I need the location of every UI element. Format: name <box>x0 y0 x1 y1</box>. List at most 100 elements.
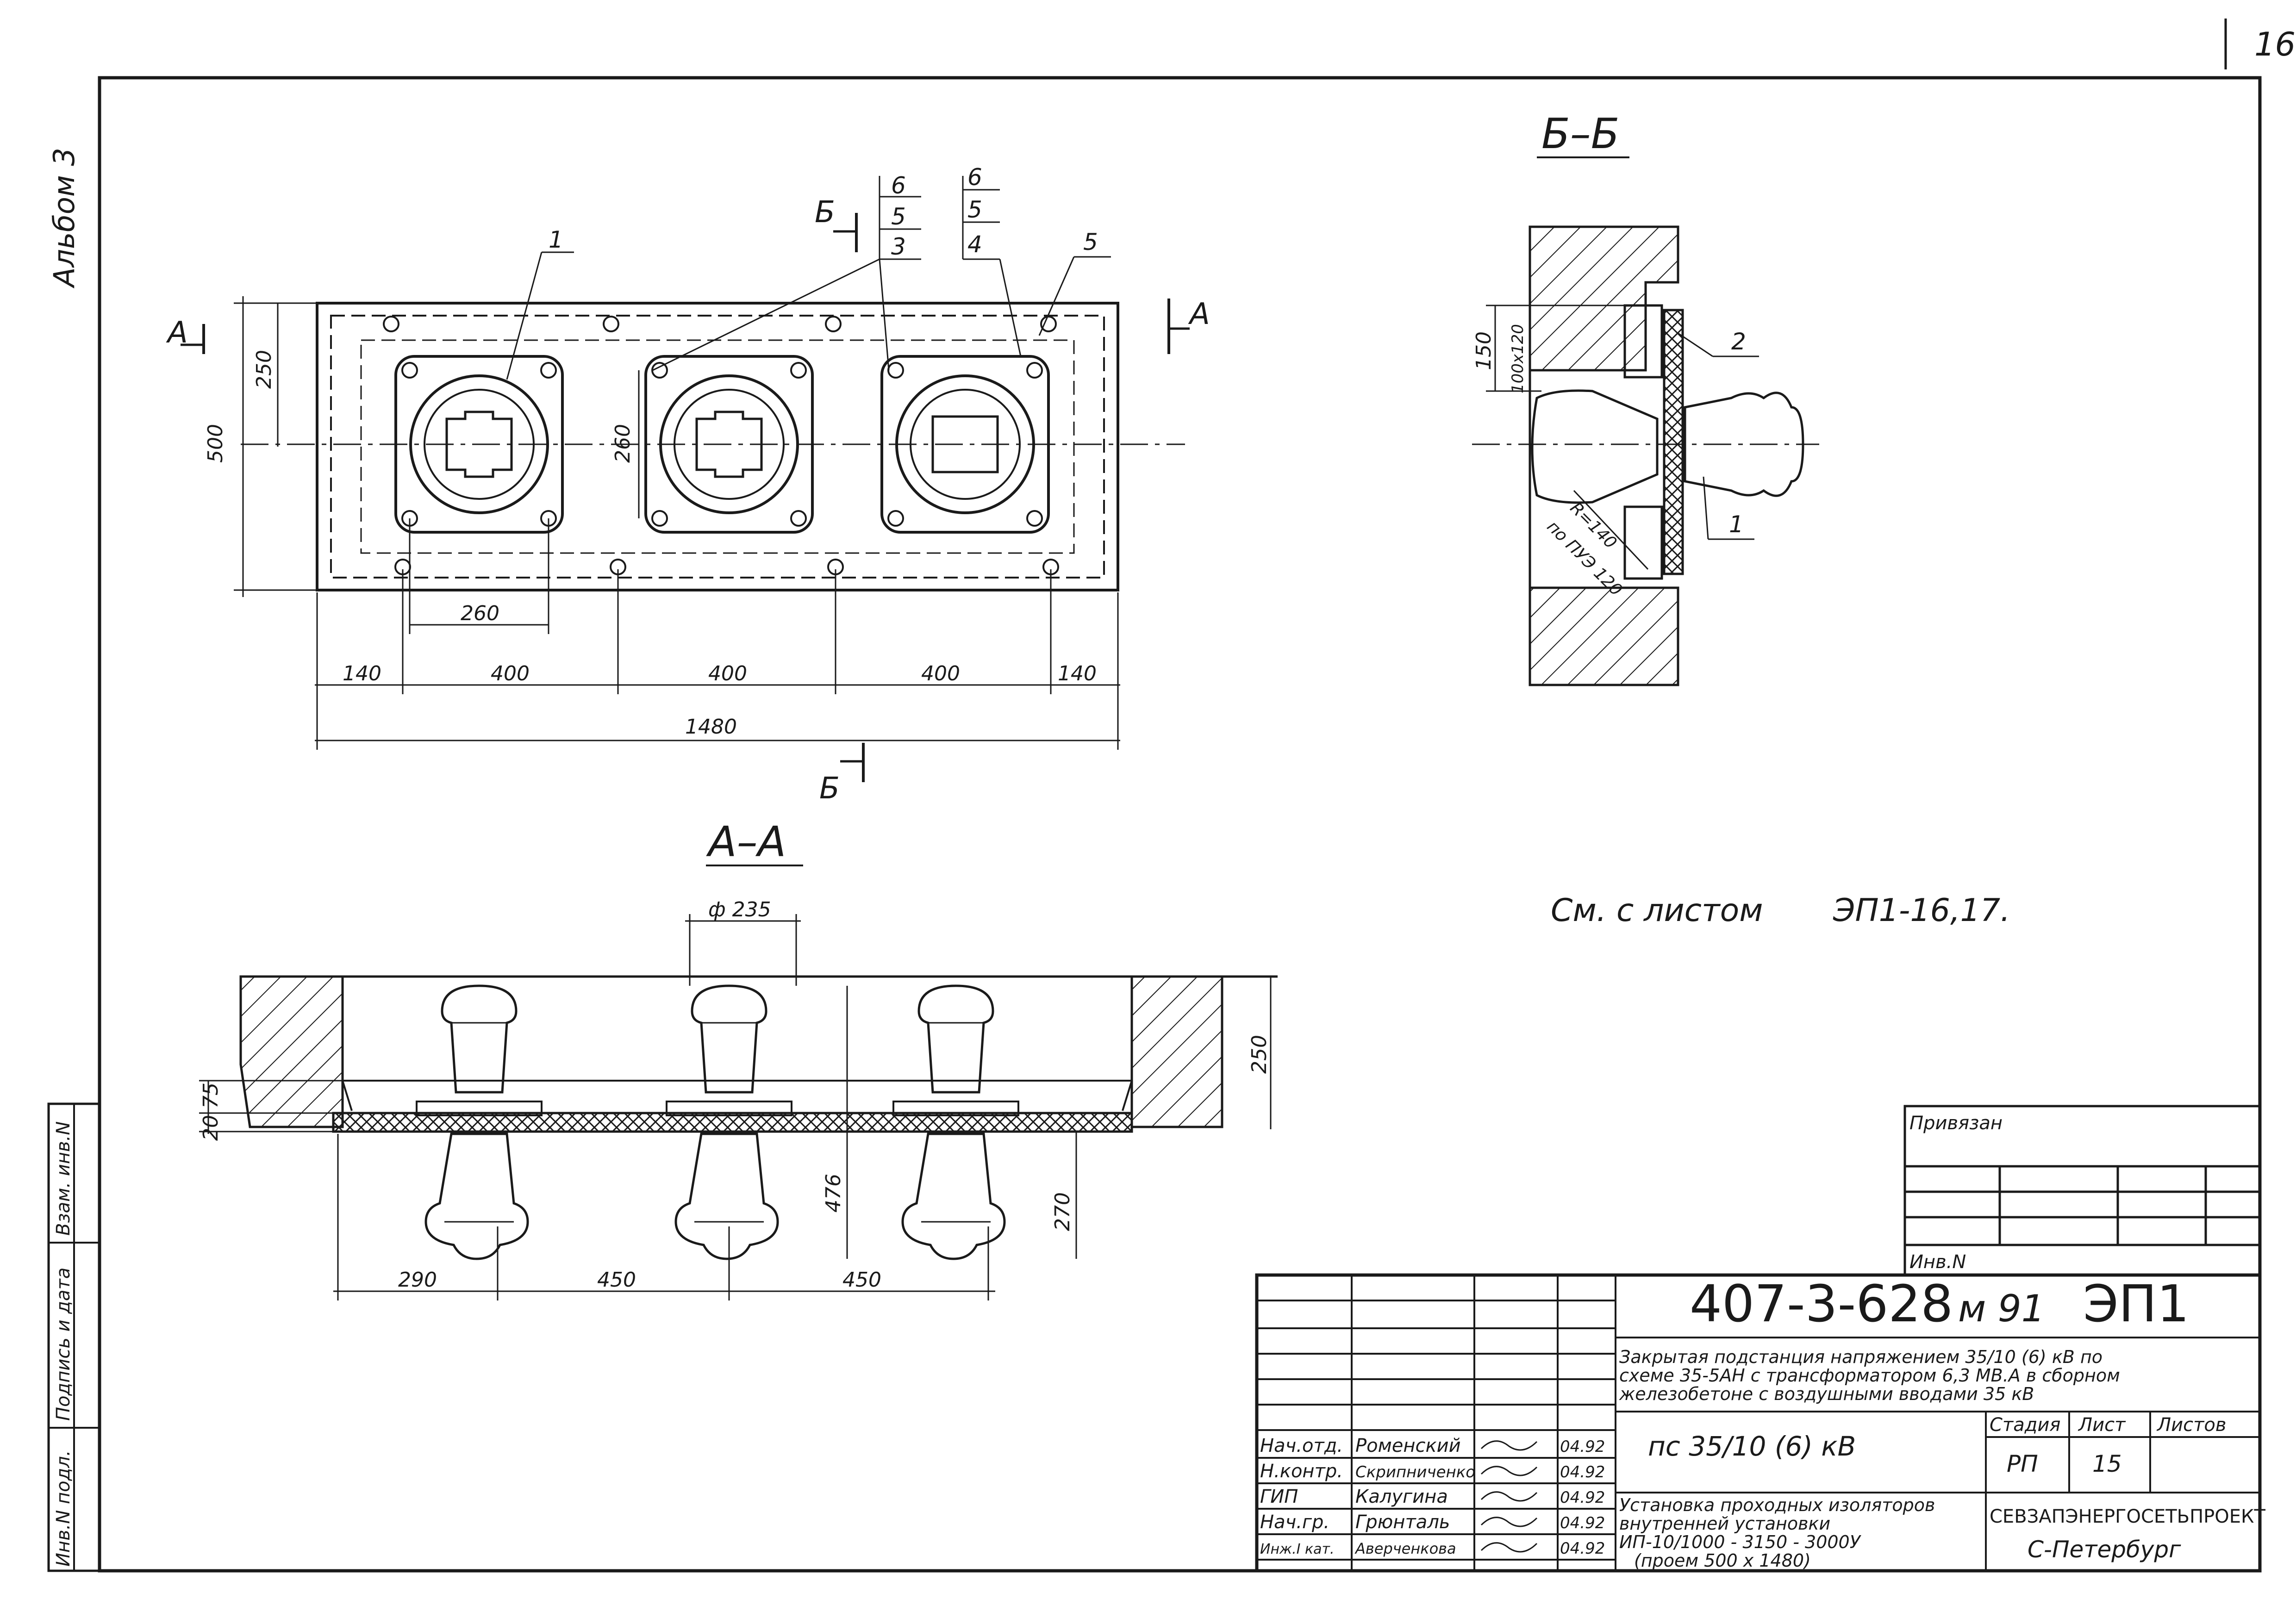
stage-header: Стадия <box>1990 1414 2060 1436</box>
svg-text:04.92: 04.92 <box>1560 1463 1605 1481</box>
section-BB-title: Б–Б <box>1541 110 1620 158</box>
section-AA-dimensions <box>199 914 1272 1300</box>
svg-text:6: 6 <box>967 164 982 191</box>
title-code-sheet: ЭП1 <box>2083 1274 2190 1333</box>
svg-text:04.92: 04.92 <box>1560 1437 1605 1456</box>
callout-1: 1 <box>506 226 574 380</box>
cut-marker-B-bottom: Б <box>819 743 865 806</box>
svg-text:Нач.отд.: Нач.отд. <box>1260 1435 1343 1456</box>
bushing-section-2 <box>666 984 792 1260</box>
cut-marker-A-right: А <box>1167 297 1210 354</box>
org-city: С-Петербург <box>2028 1536 2181 1563</box>
dim-bb-100x120: 100x120 <box>1509 324 1527 393</box>
svg-text:Роменский: Роменский <box>1355 1435 1461 1456</box>
svg-text:Калугина: Калугина <box>1355 1486 1448 1507</box>
leader-stack-654: 6 5 4 <box>962 164 1022 357</box>
svg-text:ГИП: ГИП <box>1260 1486 1298 1507</box>
title-subtitle: пс 35/10 (6) кВ <box>1648 1431 1856 1462</box>
stamp-podpis: Подпись и дата <box>53 1268 74 1421</box>
bushing-section-3 <box>892 984 1019 1260</box>
stamp-vzam: Взам. инв.N <box>53 1121 74 1236</box>
svg-text:Грюнталь: Грюнталь <box>1355 1512 1450 1533</box>
title-drawing-2: внутренней установки <box>1619 1513 1830 1534</box>
signer-row-2: Н.контр. Скрипниченко 04.92 <box>1260 1461 1605 1482</box>
title-drawing-1: Установка проходных изоляторов <box>1619 1495 1935 1515</box>
dim-phi235: ф 235 <box>708 898 771 921</box>
title-drawing-4: (проем 500 х 1480) <box>1634 1550 1811 1571</box>
privyazan-title: Привязан <box>1909 1113 2003 1134</box>
svg-text:6: 6 <box>891 172 906 199</box>
svg-text:А: А <box>166 316 188 350</box>
privyazan-inv: Инв.N <box>1909 1251 1966 1273</box>
note-see-sheets: См. с листом ЭП1-16,17. <box>1551 892 2010 929</box>
stage-value: РП <box>2007 1450 2038 1477</box>
sheets-header: Листов <box>2156 1414 2226 1436</box>
dim-500: 500 <box>204 424 227 463</box>
svg-text:5: 5 <box>967 196 982 223</box>
svg-text:Скрипниченко: Скрипниченко <box>1355 1463 1475 1481</box>
svg-text:Нач.гр.: Нач.гр. <box>1260 1512 1329 1533</box>
svg-text:Инж.I кат.: Инж.I кат. <box>1260 1541 1335 1557</box>
title-desc-2: схеме 35-5АН с трансформатором 6,3 МВ.А … <box>1619 1365 2120 1386</box>
dim-400-1: 400 <box>491 662 530 685</box>
dim-aa-290: 290 <box>398 1268 437 1292</box>
note-text: См. с листом <box>1551 892 1763 929</box>
dim-aa-75: 75 <box>199 1083 223 1108</box>
svg-text:1: 1 <box>549 226 563 253</box>
signer-row-5: Инж.I кат. Аверченкова 04.92 <box>1260 1539 1605 1558</box>
callout-1-bb: 1 <box>1729 511 1744 538</box>
title-desc-1: Закрытая подстанция напряжением 35/10 (6… <box>1619 1347 2103 1367</box>
dim-1480: 1480 <box>685 715 737 739</box>
sheet-value: 15 <box>2092 1450 2122 1477</box>
section-BB: Б–Б 2 1 150 100x120 R=140 по ПУЭ 120 <box>1472 110 1819 686</box>
svg-text:Б: Б <box>819 772 840 806</box>
cut-marker-A-left: А <box>166 316 205 354</box>
dim-aa-270: 270 <box>1051 1192 1074 1231</box>
svg-text:Б: Б <box>815 195 835 230</box>
bushing-section-1 <box>416 984 543 1260</box>
svg-text:Н.контр.: Н.контр. <box>1260 1461 1343 1482</box>
sheet-frame <box>98 76 2262 1573</box>
dim-250: 250 <box>252 350 276 389</box>
svg-text:4: 4 <box>967 231 982 258</box>
callout-2: 2 <box>1731 328 1746 355</box>
privyazan-table <box>1903 1105 2261 1276</box>
bushing-plan-2 <box>644 355 814 534</box>
note-ref: ЭП1-16,17. <box>1833 892 2010 929</box>
svg-text:04.92: 04.92 <box>1560 1514 1605 1532</box>
org-name: СЕВЗАПЭНЕРГОСЕТЬПРОЕКТ <box>1990 1506 2265 1527</box>
svg-text:А: А <box>1188 297 1210 331</box>
title-code-suffix: м 91 <box>1958 1287 2045 1330</box>
dim-aa-450-1: 450 <box>597 1268 636 1292</box>
stamp-inv-podl: Инв.N подл. <box>53 1450 74 1567</box>
svg-text:5: 5 <box>1083 229 1098 255</box>
callout-5: 5 <box>1038 229 1111 336</box>
signer-row-4: Нач.гр. Грюнталь 04.92 <box>1260 1512 1605 1533</box>
binding-stamp: Взам. инв.N Подпись и дата Инв.N подл. <box>47 1102 101 1572</box>
svg-text:5: 5 <box>891 203 906 230</box>
cut-marker-B-top: Б <box>815 195 858 252</box>
dim-aa-450-2: 450 <box>842 1268 881 1292</box>
dim-260-vert: 260 <box>611 424 635 463</box>
page-number: 16 <box>2224 19 2296 69</box>
page-number-text: 16 <box>2254 25 2296 63</box>
bushing-plan-3 <box>880 355 1050 534</box>
dim-bb-150: 150 <box>1472 331 1496 370</box>
sheet-header: Лист <box>2078 1414 2126 1436</box>
svg-text:Аверченкова: Аверченкова <box>1354 1540 1456 1557</box>
album-label: Альбом 3 <box>47 148 81 289</box>
plan-view: А А Б Б 1 5 <box>166 164 1210 806</box>
section-AA: А–А <box>199 818 1278 1300</box>
dim-aa-476: 476 <box>822 1174 845 1213</box>
leader-stack-653: 6 5 3 <box>652 172 921 371</box>
dim-140-right: 140 <box>1058 662 1097 685</box>
dim-aa-20: 20 <box>199 1115 223 1141</box>
title-desc-3: железобетоне с воздушными вводами 35 кВ <box>1619 1384 2034 1404</box>
dim-400-2: 400 <box>708 662 747 685</box>
signer-row-1: Нач.отд. Роменский 04.92 <box>1260 1435 1605 1456</box>
plan-dimensions <box>234 296 1120 750</box>
title-drawing-3: ИП-10/1000 - 3150 - 3000У <box>1619 1532 1862 1552</box>
svg-text:04.92: 04.92 <box>1560 1539 1605 1558</box>
dim-400-3: 400 <box>921 662 960 685</box>
